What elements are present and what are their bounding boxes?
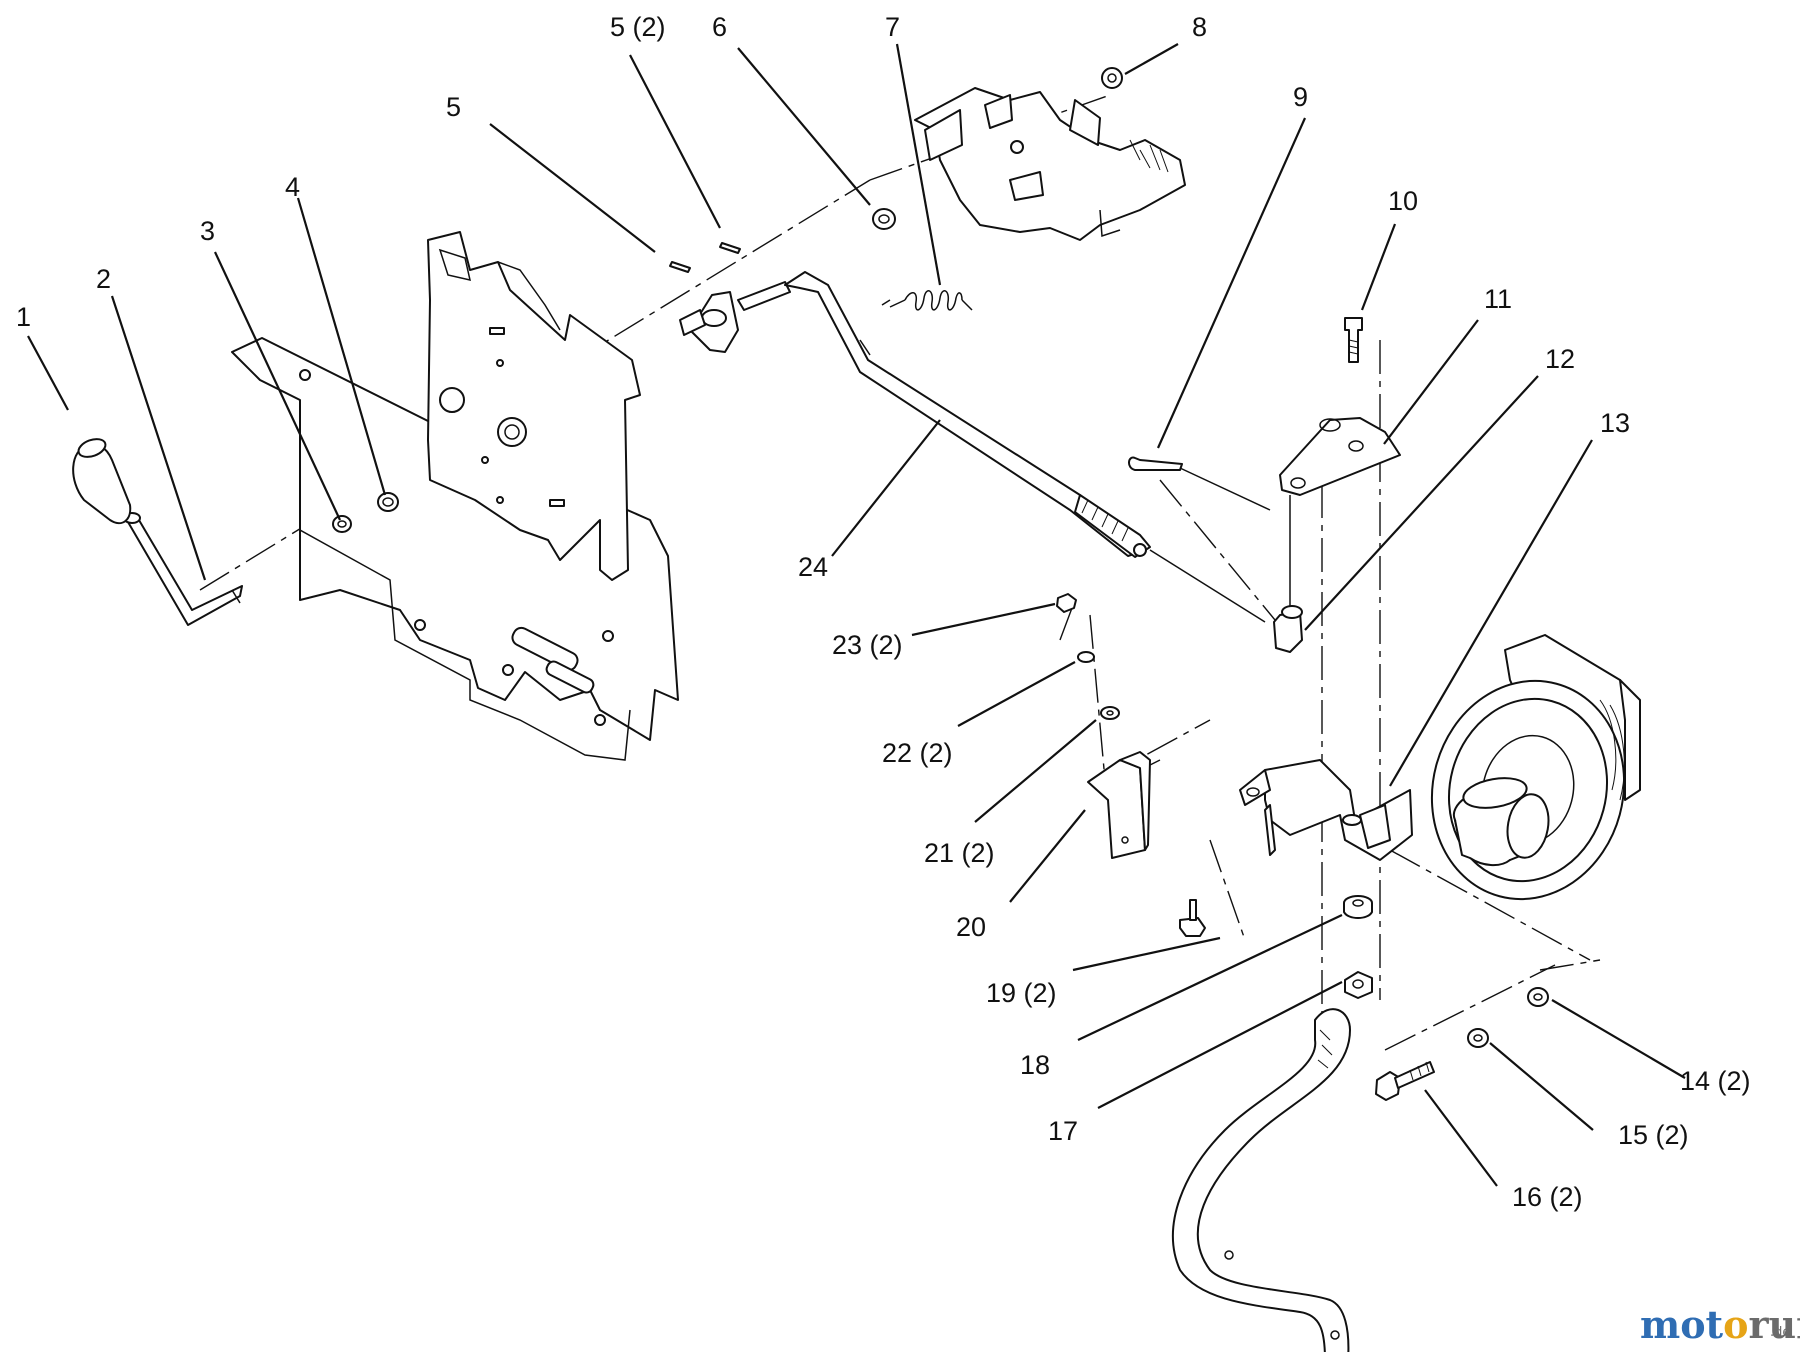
leader-11 <box>1383 319 1479 445</box>
leader-16 <box>1424 1089 1498 1187</box>
control-bracket <box>427 231 641 581</box>
callout-20: 20 <box>956 912 986 942</box>
part-1-knob <box>72 438 132 525</box>
part-12-swivel <box>1273 605 1303 653</box>
part-6-nut <box>872 208 896 230</box>
leader-24 <box>831 419 941 557</box>
callout-24: 24 <box>798 552 828 582</box>
part-18-spacer <box>1343 895 1373 919</box>
part-9-cotter-pin <box>1128 456 1271 511</box>
part-8-washer <box>1101 67 1123 89</box>
callout-14-label: 14 (2) <box>1680 1066 1751 1096</box>
watermark-part-a: mot <box>1640 1302 1724 1347</box>
part-16-bolt <box>1375 1061 1435 1101</box>
part-21-washer <box>1100 706 1120 720</box>
part-2-lever-rod <box>123 512 243 626</box>
callout-22: 22 (2) <box>882 738 953 768</box>
callout-2: 2 <box>96 264 111 294</box>
callout-7: 7 <box>885 12 900 42</box>
callout-3: 3 <box>200 216 215 246</box>
callout-19: 19 (2) <box>986 978 1057 1008</box>
leader-19 <box>1072 936 1221 972</box>
part-22-lock-washer <box>1077 651 1095 663</box>
leader-10 <box>1360 223 1397 311</box>
watermark-part-b: o <box>1723 1302 1748 1347</box>
callout-21: 21 (2) <box>924 838 995 868</box>
leader-1 <box>27 335 69 411</box>
leader-6 <box>737 47 871 206</box>
upper-frame-bracket <box>914 87 1186 241</box>
console-mount-plate <box>231 337 679 761</box>
leader-17 <box>1097 981 1343 1109</box>
leader-23 <box>911 602 1056 637</box>
transmission-pulley <box>1430 634 1641 901</box>
callout-10: 10 <box>1388 186 1418 216</box>
part-4-bushing <box>377 492 399 512</box>
part-20-bracket <box>1087 751 1151 859</box>
part-10-bolt <box>1344 317 1363 363</box>
leader-15 <box>1489 1042 1594 1131</box>
leader-12 <box>1304 375 1539 631</box>
part-19-screw <box>1179 899 1206 937</box>
callout-labels: 1 2 3 4 5 5 (2) 6 7 8 9 10 11 12 13 22 (… <box>16 12 1751 1212</box>
callout-4: 4 <box>285 172 300 202</box>
leader-18 <box>1077 914 1343 1041</box>
part-23-nut <box>1056 593 1077 613</box>
leader-2 <box>110 295 207 581</box>
callout-13: 13 <box>1600 408 1630 438</box>
leader-13 <box>1389 439 1593 787</box>
part-15-lock-washer <box>1467 1028 1489 1048</box>
callout-11: 11 <box>1484 284 1512 314</box>
part-14-washer <box>1527 987 1549 1007</box>
leader-7 <box>895 43 942 286</box>
leader-22 <box>957 661 1076 727</box>
callout-23: 23 (2) <box>832 630 903 660</box>
callout-17: 17 <box>1048 1116 1078 1146</box>
leader-21 <box>974 719 1097 823</box>
part-7-spring <box>881 290 973 311</box>
part-3-washer <box>332 515 352 533</box>
callout-8: 8 <box>1192 12 1207 42</box>
leader-20 <box>1009 809 1086 903</box>
watermark-part-c: ruf <box>1748 1302 1800 1347</box>
pedal-arm <box>1171 1008 1351 1352</box>
part-13-pivot-bracket <box>1239 759 1413 861</box>
leader-lines <box>27 43 1686 1187</box>
part-24-control-rod <box>784 271 1266 623</box>
callout-9: 9 <box>1293 82 1308 112</box>
leader-3 <box>214 251 341 521</box>
svg-text:motoruf: motoruf <box>1640 1302 1800 1347</box>
callout-15: 15 (2) <box>1618 1120 1689 1150</box>
callout-12: 12 <box>1545 344 1575 374</box>
leader-8 <box>1124 43 1179 75</box>
callout-18: 18 <box>1020 1050 1050 1080</box>
watermark-logo: motoruf .de <box>1640 1302 1800 1347</box>
callout-16: 16 (2) <box>1512 1182 1583 1212</box>
leader-5a <box>489 123 656 253</box>
part-17-nut <box>1344 971 1373 999</box>
callout-6: 6 <box>712 12 727 42</box>
callout-5a: 5 <box>446 92 461 122</box>
part-11-plate <box>1279 417 1401 620</box>
leader-4 <box>296 197 387 496</box>
pivot-assembly <box>679 281 791 353</box>
watermark-suffix: .de <box>1770 1325 1790 1340</box>
part-5-pins <box>669 242 741 273</box>
leader-5b <box>629 54 721 229</box>
leader-14 <box>1551 999 1686 1079</box>
leader-9 <box>1156 117 1307 449</box>
callout-1: 1 <box>16 302 31 332</box>
callout-5b: 5 (2) <box>610 12 666 42</box>
